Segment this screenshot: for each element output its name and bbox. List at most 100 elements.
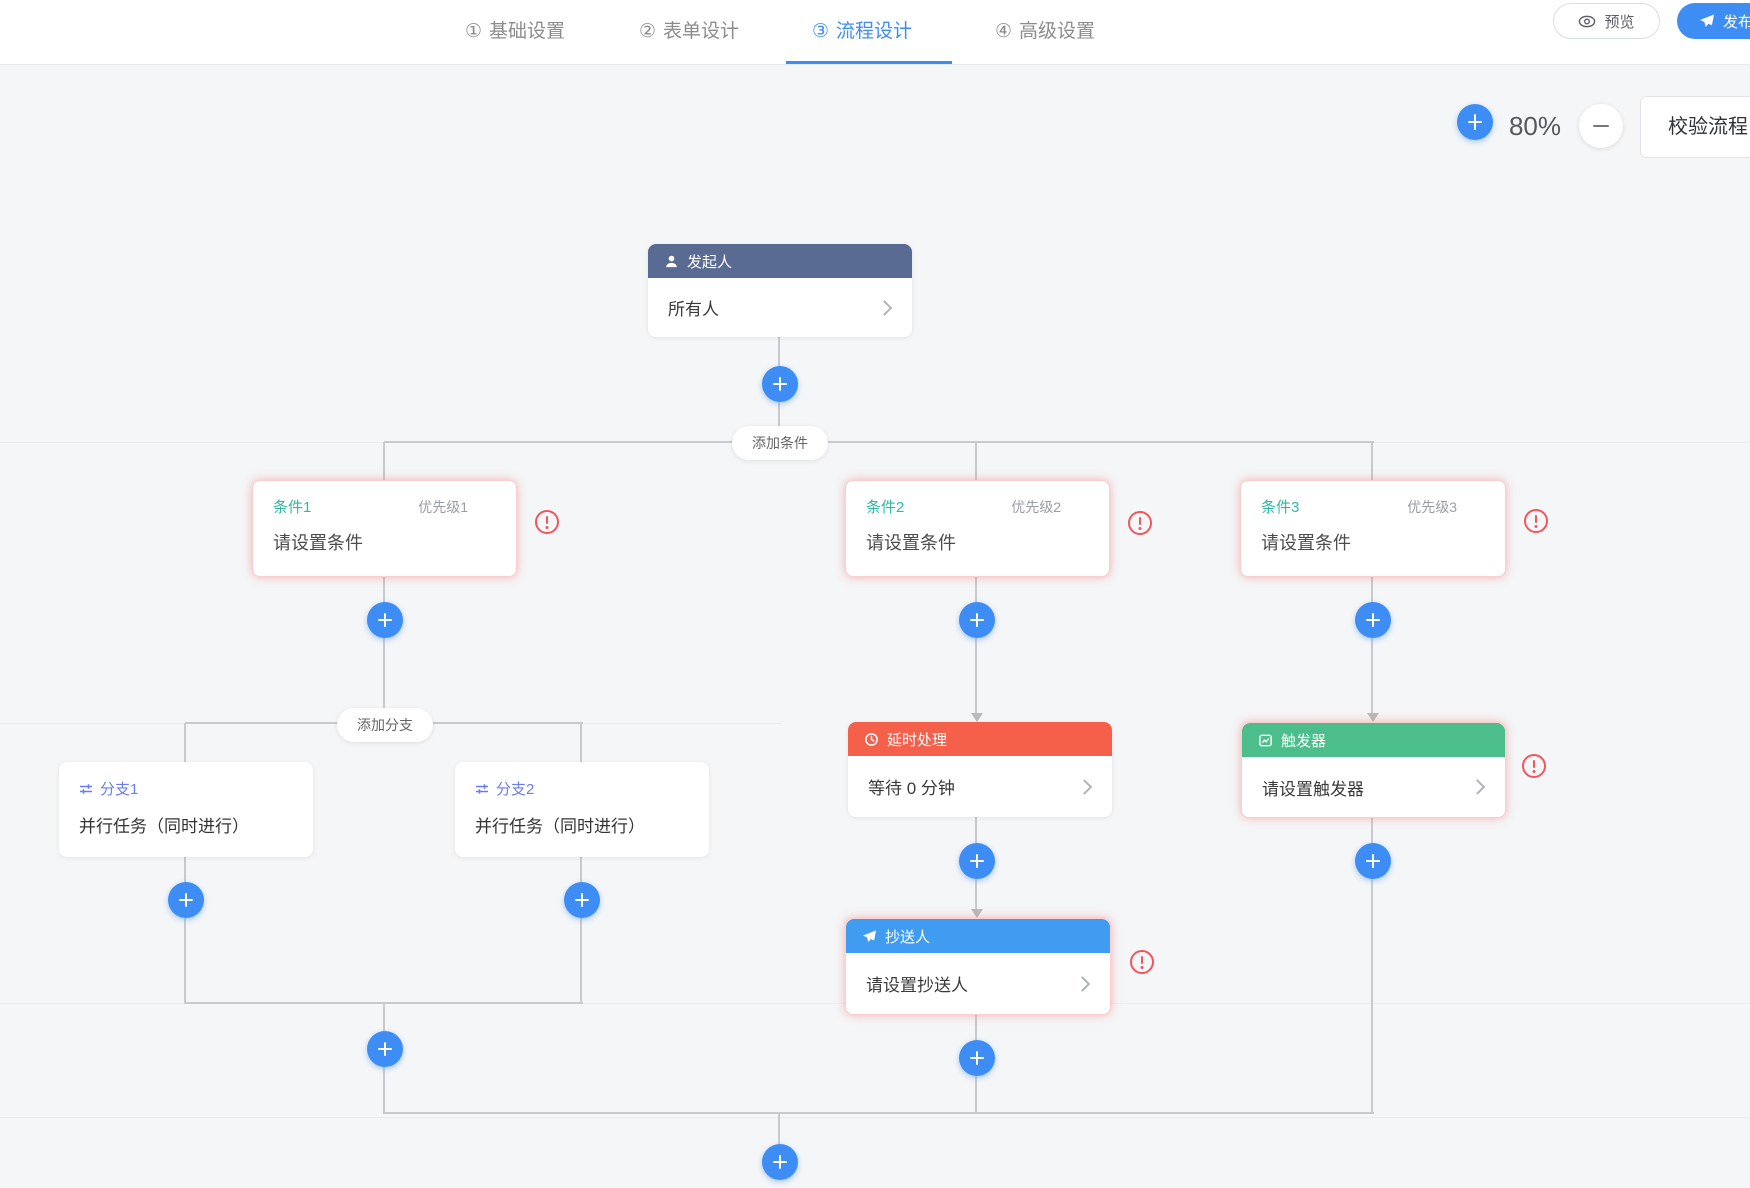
condition-node-2[interactable]: 条件2 优先级2 请设置条件 [845, 480, 1110, 577]
trigger-node[interactable]: 触发器 请设置触发器 [1241, 722, 1506, 818]
publish-button[interactable]: 发布 [1677, 3, 1750, 39]
zoom-in-button[interactable] [1457, 104, 1493, 140]
condition-priority: 优先级3 [1407, 498, 1457, 515]
condition-bracket-top [384, 441, 1374, 443]
tab-flow-design[interactable]: ③ 流程设计 [812, 0, 912, 64]
add-node-button[interactable] [1355, 843, 1391, 879]
chevron-right-icon [1076, 778, 1093, 795]
trigger-node-header: 触发器 [1242, 723, 1505, 757]
preview-label: 预览 [1604, 13, 1635, 31]
start-node[interactable]: 发起人 所有人 [648, 244, 912, 337]
active-tab-underline [786, 61, 952, 64]
add-node-button[interactable] [367, 1031, 403, 1067]
condition-placeholder: 请设置条件 [273, 533, 363, 553]
preview-button[interactable]: 预览 [1553, 3, 1660, 39]
add-node-button[interactable] [762, 366, 798, 402]
warning-icon [535, 510, 559, 534]
clock-icon [864, 732, 879, 747]
tab-number: ① [465, 21, 483, 42]
zoom-out-button[interactable] [1579, 104, 1623, 148]
add-node-button[interactable] [1355, 602, 1391, 638]
add-node-button[interactable] [168, 882, 204, 918]
tab-number: ④ [995, 21, 1013, 42]
add-node-button[interactable] [564, 882, 600, 918]
tab-label: 基础设置 [489, 21, 566, 42]
warning-icon [1522, 754, 1546, 778]
add-node-button[interactable] [959, 843, 995, 879]
tab-label: 高级设置 [1019, 21, 1096, 42]
add-node-button[interactable] [367, 602, 403, 638]
condition-placeholder: 请设置条件 [866, 533, 956, 553]
send-icon [1699, 13, 1715, 29]
tab-number: ③ [812, 21, 830, 42]
chevron-right-icon [876, 299, 893, 316]
cc-node-value: 请设置抄送人 [866, 976, 968, 995]
cc-node[interactable]: 抄送人 请设置抄送人 [845, 918, 1111, 1015]
connector-line [580, 856, 582, 1004]
condition-node-3[interactable]: 条件3 优先级3 请设置条件 [1240, 480, 1506, 577]
branch-node-1[interactable]: 分支1 并行任务（同时进行） [59, 762, 313, 857]
connector-line [184, 723, 186, 763]
condition-priority: 优先级1 [418, 498, 468, 515]
add-node-button[interactable] [762, 1144, 798, 1180]
tab-form-design[interactable]: ② 表单设计 [639, 0, 739, 64]
person-icon [664, 254, 679, 269]
delay-node[interactable]: 延时处理 等待 0 分钟 [848, 722, 1112, 817]
add-node-button[interactable] [959, 1040, 995, 1076]
add-node-button[interactable] [959, 602, 995, 638]
condition-placeholder: 请设置条件 [1261, 533, 1351, 553]
arrow-down-icon [1367, 713, 1379, 722]
start-node-title: 发起人 [687, 253, 733, 271]
trigger-icon [1258, 733, 1273, 748]
delay-node-header: 延时处理 [848, 722, 1112, 756]
cc-node-title: 抄送人 [885, 928, 931, 946]
connector-line [1371, 817, 1373, 1114]
branch-description: 并行任务（同时进行） [79, 817, 249, 836]
connector-line [778, 1113, 780, 1145]
condition-node-1[interactable]: 条件1 优先级1 请设置条件 [252, 480, 517, 577]
condition-name: 条件3 [1261, 499, 1300, 516]
branch-description: 并行任务（同时进行） [475, 817, 645, 836]
validate-flow-button[interactable]: 校验流程 [1640, 96, 1750, 158]
branch-name: 分支2 [496, 781, 535, 798]
start-node-header: 发起人 [648, 244, 912, 278]
condition-bracket-bottom [384, 1112, 1374, 1114]
zoom-level: 80% [1508, 111, 1562, 141]
condition-name: 条件1 [273, 499, 312, 516]
tab-basic-settings[interactable]: ① 基础设置 [465, 0, 565, 64]
delay-node-value: 等待 0 分钟 [868, 779, 955, 798]
parallel-branch-icon [475, 782, 489, 796]
chevron-right-icon [1074, 975, 1091, 992]
connector-line [1371, 576, 1373, 714]
tab-advanced-settings[interactable]: ④ 高级设置 [995, 0, 1095, 64]
trigger-node-value: 请设置触发器 [1262, 779, 1364, 799]
branch-name: 分支1 [100, 781, 139, 798]
warning-icon [1524, 509, 1548, 533]
arrow-down-icon [971, 713, 983, 722]
branch-node-2[interactable]: 分支2 并行任务（同时进行） [455, 762, 709, 857]
connector-line [383, 576, 385, 724]
connector-line [975, 442, 977, 482]
send-icon [862, 929, 877, 944]
add-branch-button[interactable]: 添加分支 [337, 708, 433, 742]
warning-icon [1128, 511, 1152, 535]
chevron-right-icon [1469, 779, 1486, 795]
connector-line [184, 856, 186, 1004]
parallel-branch-icon [79, 782, 93, 796]
tab-label: 流程设计 [836, 21, 913, 42]
condition-name: 条件2 [866, 499, 905, 516]
cc-node-header: 抄送人 [846, 919, 1110, 953]
connector-line [1371, 442, 1373, 482]
tab-number: ② [639, 21, 657, 42]
warning-icon [1130, 950, 1154, 974]
condition-priority: 优先级2 [1011, 498, 1061, 515]
add-condition-button[interactable]: 添加条件 [732, 426, 828, 460]
trigger-node-title: 触发器 [1281, 732, 1327, 750]
publish-label: 发布 [1723, 13, 1750, 31]
canvas-divider-line [0, 1117, 1750, 1118]
delay-node-title: 延时处理 [887, 731, 948, 749]
tab-label: 表单设计 [663, 21, 740, 42]
arrow-down-icon [971, 909, 983, 918]
top-bar: ① 基础设置 ② 表单设计 ③ 流程设计 ④ 高级设置 预览 发布 [0, 0, 1750, 65]
